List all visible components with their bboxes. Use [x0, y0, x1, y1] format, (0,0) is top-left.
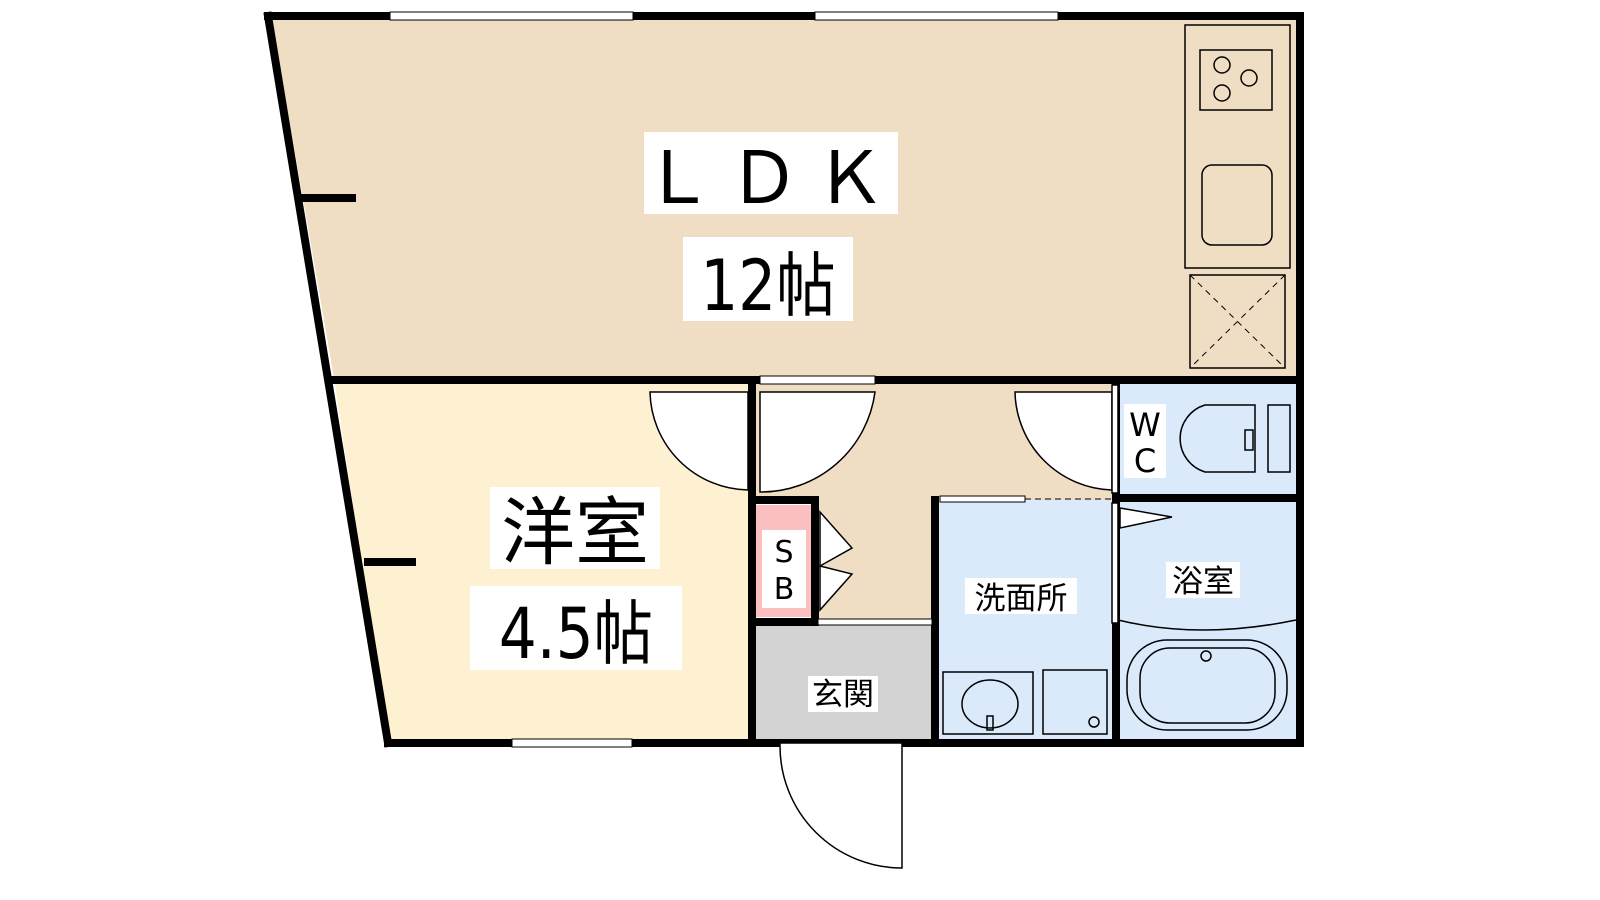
entrance-label: 玄関 — [812, 677, 874, 713]
washroom-label: 洗面所 — [975, 581, 1068, 617]
bath-label: 浴室 — [1172, 564, 1234, 600]
washroom-floor[interactable] — [937, 500, 1115, 740]
sb-label-s: S — [774, 535, 793, 570]
ldk-size: 12帖 — [700, 246, 835, 327]
sb-label-b: B — [774, 572, 795, 607]
western-room-label: 洋室 — [501, 490, 649, 576]
wc-label-w: W — [1129, 406, 1161, 444]
windows — [389, 11, 1059, 748]
ldk-label: ＬＤＫ — [642, 136, 900, 220]
hallway-floor-lower[interactable] — [815, 495, 935, 623]
toilet-icon — [1179, 404, 1291, 473]
wc-label-c: C — [1134, 442, 1156, 480]
washbasin-icon — [942, 669, 1108, 735]
western-room-size: 4.5帖 — [499, 594, 653, 675]
washing-machine-space-icon — [1042, 669, 1108, 735]
label-backgrounds — [470, 132, 1240, 712]
fridge-space-icon — [1189, 274, 1286, 369]
sink-icon — [1201, 164, 1273, 246]
doors[interactable] — [649, 384, 1173, 869]
kitchen-counter — [1184, 24, 1291, 369]
bath-floor[interactable] — [1118, 502, 1296, 740]
stove-icon — [1199, 49, 1273, 111]
bathtub-icon — [1117, 619, 1297, 731]
